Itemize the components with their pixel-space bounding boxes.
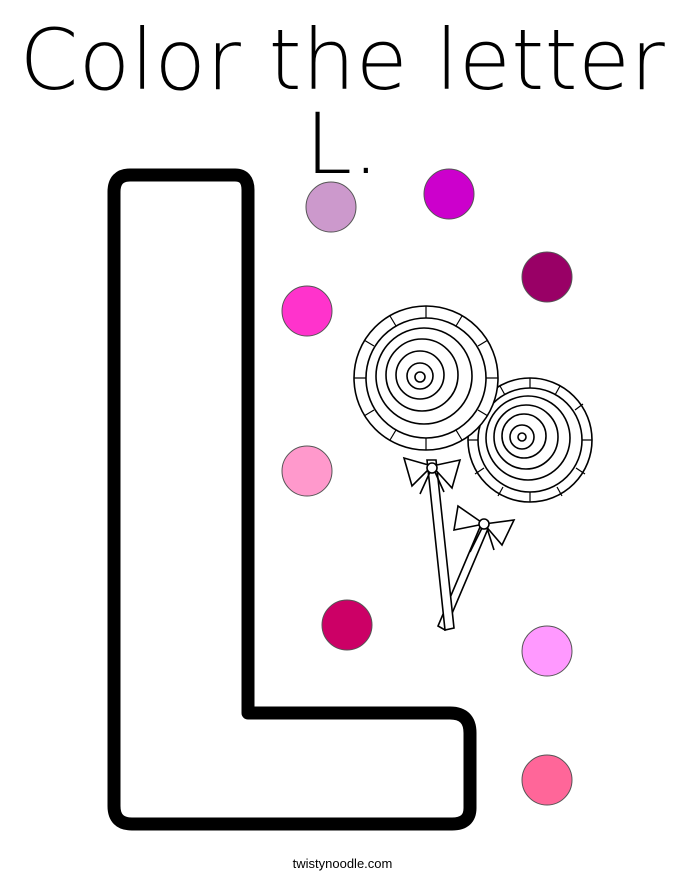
color-dot: [281, 285, 333, 337]
lollipop-stick-front: [426, 459, 455, 631]
color-dot: [281, 445, 333, 497]
color-dot: [423, 168, 475, 220]
color-dots: [281, 168, 573, 806]
site-credit: twistynoodle.com: [292, 856, 393, 871]
color-dot: [521, 251, 573, 303]
page-title: Color the letter L.: [19, 11, 666, 193]
color-dot: [305, 181, 357, 233]
color-dot: [321, 599, 373, 651]
color-dot: [521, 754, 573, 806]
letter-l-outline: [107, 168, 477, 831]
color-dot: [521, 625, 573, 677]
lollipop-front: [353, 305, 499, 495]
lollipop-back: [453, 377, 593, 553]
lollipops-illustration: [353, 305, 593, 632]
